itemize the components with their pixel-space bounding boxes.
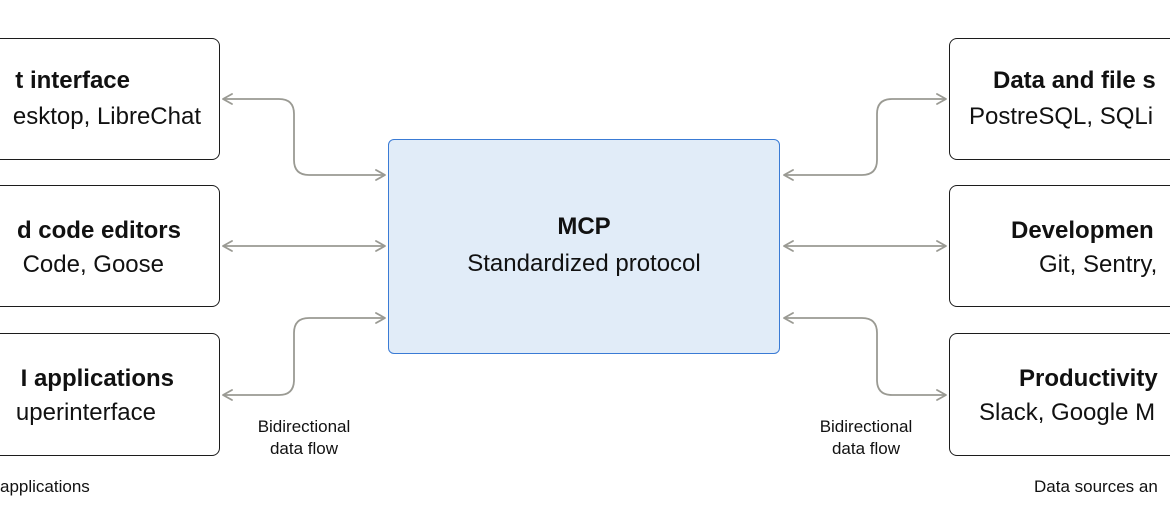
connector-left-bottom [222,312,386,401]
source-box-development: Developmen Git, Sentry, [949,185,1170,307]
mcp-title: MCP [557,213,611,240]
source-box-data-files: Data and file s PostreSQL, SQLi [949,38,1170,160]
footer-caption-left: applications [0,477,90,496]
flow-label-line: Bidirectional [819,417,913,436]
host-box-code-editors: d code editors Code, Goose [0,185,220,307]
source-box-title: Productivity [1019,365,1158,392]
mcp-subtitle: Standardized protocol [467,250,701,277]
host-box-ai-applications: I applications uperinterface [0,333,220,456]
connector-right-top [783,93,947,181]
host-box-subtitle: uperinterface [15,399,156,426]
flow-label-line: data flow [831,439,901,458]
connector-right-bottom [783,312,947,401]
flow-label-left: Bidirectional data flow [244,416,364,460]
source-box-productivity: Productivity Slack, Google M [949,333,1170,456]
connector-left-top [222,93,386,181]
footer-caption-right: Data sources an [1034,477,1158,496]
host-box-chat-interface: t interface esktop, LibreChat [0,38,220,160]
source-box-subtitle: PostreSQL, SQLi [969,103,1154,130]
host-box-title: d code editors [16,217,181,244]
source-box-title: Data and file s [993,67,1156,94]
host-box-subtitle: Code, Goose [22,251,164,278]
source-box-subtitle: Git, Sentry, [1039,251,1158,278]
host-box-subtitle: esktop, LibreChat [12,103,201,130]
flow-label-line: data flow [269,439,339,458]
flow-label-right: Bidirectional data flow [806,416,926,460]
source-box-subtitle: Slack, Google M [979,399,1156,426]
host-box-title: t interface [15,67,130,94]
flow-label-line: Bidirectional [257,417,351,436]
host-box-title: I applications [20,365,174,392]
source-box-title: Developmen [1011,217,1154,244]
mcp-protocol-box: MCP Standardized protocol [388,139,780,354]
